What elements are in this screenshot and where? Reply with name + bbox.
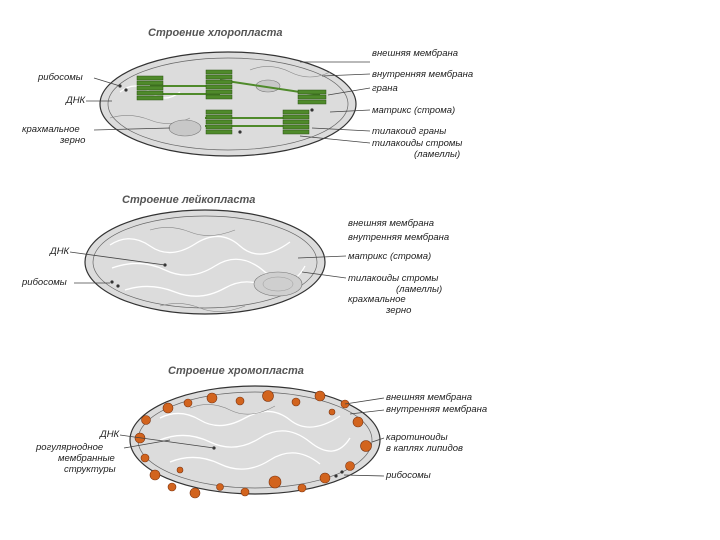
label-ribosomes: рибосомы <box>21 277 67 288</box>
chloroplast-title: Строение хлоропласта <box>148 27 283 39</box>
label-dna: ДНК <box>99 429 121 440</box>
label-outer-membrane: внешняя мембрана <box>386 392 472 403</box>
label-tubular-line3: структуры <box>64 464 116 475</box>
chloroplast-ribosome <box>310 108 313 111</box>
chloroplast-group: Строение хлоропласта <box>22 27 473 160</box>
chloroplast-ribosome <box>124 88 127 91</box>
label-dna: ДНК <box>49 246 71 257</box>
leucoplast-outer-membrane <box>85 210 325 314</box>
label-starch-grain-line2: зерно <box>59 135 85 146</box>
label-tubular-line1: рогулярнодное <box>35 442 103 453</box>
granum <box>137 76 163 100</box>
label-starch-grain-line1: крахмальное <box>22 124 80 135</box>
leucoplast-starch-grain <box>254 272 302 296</box>
chloroplast-ribosome <box>238 130 241 133</box>
label-starch-grain-line2: зерно <box>385 305 411 316</box>
label-matrix: матрикс (строма) <box>372 105 455 116</box>
leucoplast-ribosome <box>110 280 113 283</box>
label-starch-grain-line1: крахмальное <box>348 294 406 305</box>
label-inner-membrane: внутренняя мембрана <box>386 404 487 415</box>
label-carotenoids-line2: в каплях липидов <box>386 443 463 454</box>
pointer-line <box>345 398 384 404</box>
chromoplast-group: Строение хромопласта <box>35 365 487 498</box>
label-tubular-line2: мембранные <box>58 453 115 464</box>
chloroplast-starch-grain <box>169 120 201 136</box>
granum <box>283 110 309 134</box>
label-outer-membrane: внешняя мембрана <box>348 218 434 229</box>
label-ribosomes: рибосомы <box>37 72 83 83</box>
label-dna: ДНК <box>65 95 87 106</box>
granum <box>206 110 232 134</box>
label-grana: грана <box>372 83 398 94</box>
label-matrix: матрикс (строма) <box>348 251 431 262</box>
label-lamellae: (ламеллы) <box>414 149 460 160</box>
label-carotenoids-line1: каротиноиды <box>386 432 448 443</box>
label-ribosomes: рибосомы <box>385 470 431 481</box>
granum <box>298 90 326 104</box>
leucoplast-title: Строение лейкопласта <box>122 194 255 206</box>
label-outer-membrane: внешняя мембрана <box>372 48 458 59</box>
label-inner-membrane: внутренняя мембрана <box>348 232 449 243</box>
leucoplast-group: Строение лейкопласта внешняя мембрана вн… <box>21 194 449 316</box>
label-stroma-thylakoids: тилакоиды стромы <box>348 273 438 284</box>
chromoplast-ribosome <box>334 474 337 477</box>
leucoplast-ribosome <box>116 284 119 287</box>
label-thylakoid-grana: тилакоид граны <box>372 126 446 137</box>
label-inner-membrane: внутренняя мембрана <box>372 69 473 80</box>
label-stroma-thylakoids: тилакоиды стромы <box>372 138 462 149</box>
chromoplast-ribosome <box>340 470 343 473</box>
pointer-line <box>344 475 384 476</box>
chromoplast-title: Строение хромопласта <box>168 365 304 377</box>
